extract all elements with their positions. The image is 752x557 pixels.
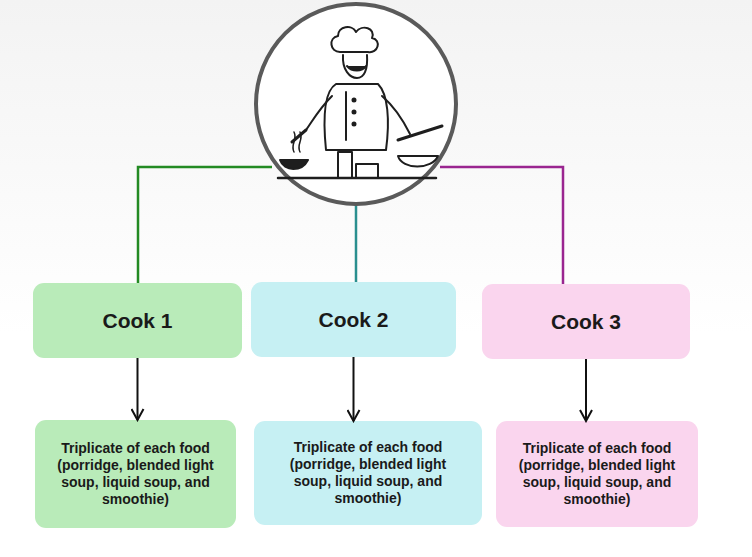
branch-line (355, 205, 358, 282)
chef-body (324, 84, 387, 150)
jacket-button (353, 99, 356, 102)
food-description: Triplicate of each food (porridge, blend… (515, 440, 680, 508)
cook-box: Cook 2 (251, 282, 456, 357)
jacket-button (353, 123, 356, 126)
text-wrap: Cook 2 (264, 307, 444, 332)
pot (356, 164, 378, 178)
bowl (280, 160, 308, 169)
branch-line (440, 167, 563, 284)
food-description: Triplicate of each food (porridge, blend… (286, 439, 451, 507)
text-wrap: Triplicate of each food (porridge, blend… (515, 440, 680, 508)
cook-label: Cook 2 (264, 307, 444, 332)
text-wrap: Triplicate of each food (porridge, blend… (53, 440, 218, 508)
chef-arm (306, 96, 332, 130)
pan-handle (398, 126, 442, 140)
steam (293, 132, 301, 152)
food-box: Triplicate of each food (porridge, blend… (254, 421, 482, 525)
chef-circle (256, 4, 456, 204)
jacket-line (345, 92, 347, 140)
cook-label: Cook 3 (496, 309, 676, 334)
chef-arm (382, 96, 410, 134)
chef-illustration (278, 27, 442, 178)
food-box: Triplicate of each food (porridge, blend… (496, 421, 698, 527)
flow-arrow (585, 359, 587, 421)
text-wrap: Cook 1 (48, 308, 228, 333)
chef-head (343, 55, 367, 78)
branch-line (138, 167, 272, 283)
cook-box: Cook 3 (482, 284, 690, 359)
flow-arrow (137, 358, 139, 420)
cook-label: Cook 1 (48, 308, 228, 333)
chef-mask (347, 66, 366, 71)
food-description: Triplicate of each food (porridge, blend… (53, 440, 218, 508)
counter-line (278, 177, 436, 180)
wok (398, 156, 438, 167)
cook-box: Cook 1 (33, 283, 242, 358)
text-wrap: Cook 3 (496, 309, 676, 334)
jacket-button (353, 111, 356, 114)
text-wrap: Triplicate of each food (porridge, blend… (286, 439, 451, 507)
chef-hat (331, 27, 377, 52)
jar (338, 152, 352, 178)
flow-arrow (353, 357, 355, 421)
hat-band (342, 51, 366, 53)
food-box: Triplicate of each food (porridge, blend… (35, 420, 236, 528)
